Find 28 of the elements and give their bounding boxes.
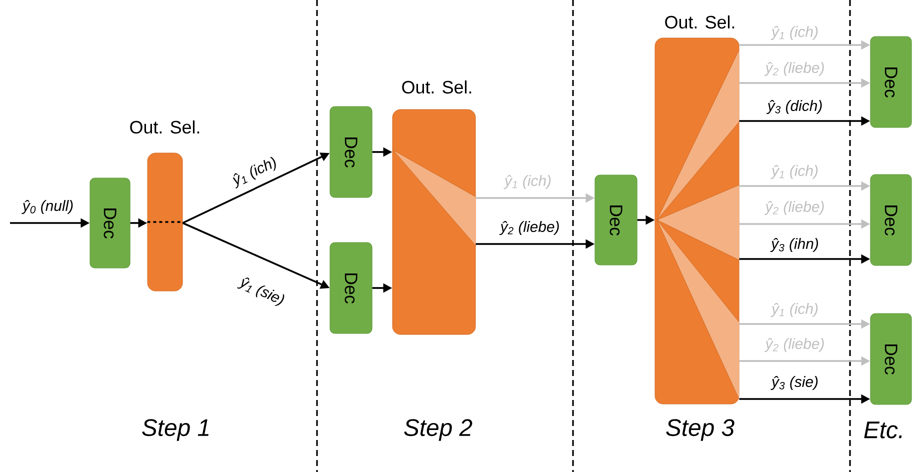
decoder-box: Dec <box>90 178 130 268</box>
decoder-box: Dec <box>870 36 912 128</box>
edge-label: ŷ$_{1}$ (ich) <box>770 302 820 318</box>
edge-label: ŷ$_{2}$ (liebe) <box>764 337 826 353</box>
edge-label: ŷ$_{3}$ (ihn) <box>770 237 820 253</box>
decoder-box: Dec <box>330 106 372 198</box>
edge-label: ŷ$_{1}$ (ich) <box>229 154 281 190</box>
edge-label: ŷ$_{1}$ (ich) <box>504 174 552 190</box>
edge-label: ŷ$_{0}$ (null) <box>21 199 75 215</box>
edge-label: ŷ$_{1}$ (ich) <box>770 164 820 180</box>
edge-label: ŷ$_{1}$ (ich) <box>770 25 820 41</box>
edge-label: ŷ$_{3}$ (sie) <box>770 375 820 391</box>
edge-label: ŷ$_{1}$ (sie) <box>236 274 288 310</box>
decoder-box: Dec <box>870 313 912 405</box>
decoder-box: Dec <box>870 174 912 266</box>
step-label: Step 1 <box>140 418 212 442</box>
decoder-box: Dec <box>594 174 638 266</box>
edge-label: ŷ$_{3}$ (dich) <box>766 99 824 115</box>
edge-label: ŷ$_{2}$ (liebe) <box>764 200 826 216</box>
selector-heading: Out. Sel. <box>130 120 200 134</box>
step-label: Step 2 <box>402 418 474 442</box>
selector-heading: Out. Sel. <box>665 15 734 29</box>
step-label: Etc. <box>862 420 906 440</box>
selector-heading: Out. Sel. <box>402 80 472 94</box>
step-label: Step 3 <box>664 418 736 442</box>
edge-label: ŷ$_{2}$ (liebe) <box>499 220 561 236</box>
decoder-box: Dec <box>330 242 372 334</box>
edge-label: ŷ$_{2}$ (liebe) <box>764 61 826 77</box>
